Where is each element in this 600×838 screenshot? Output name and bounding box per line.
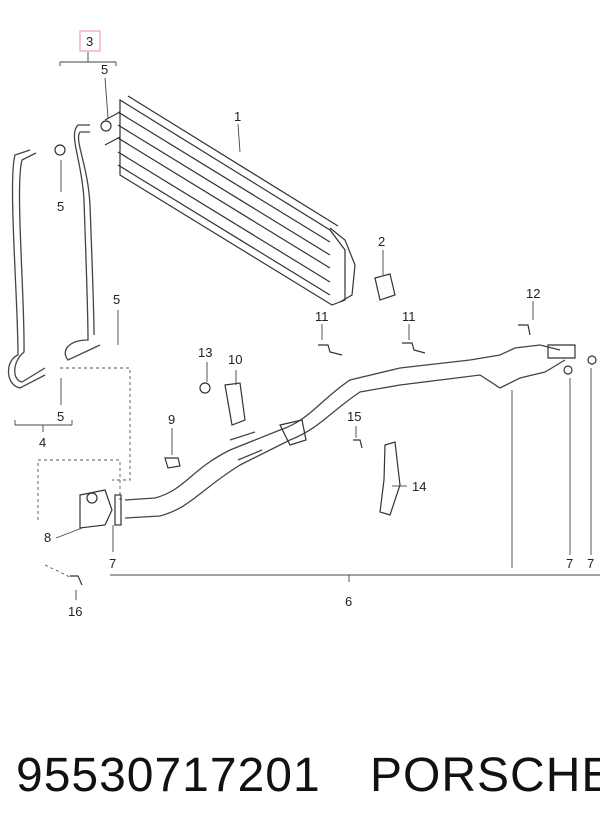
brand-name: PORSCHE [370, 749, 600, 802]
callout-4[interactable]: 4 [39, 435, 46, 450]
block-fitting [79, 489, 122, 529]
callout-11-left[interactable]: 11 [315, 309, 329, 324]
fasteners [70, 324, 597, 586]
callout-3[interactable]: 3 [86, 34, 93, 49]
callout-15[interactable]: 15 [347, 409, 361, 424]
callout-7-left[interactable]: 7 [109, 556, 116, 571]
hose-assembly [124, 344, 566, 568]
connection-lines [37, 367, 131, 579]
group-bracket-3 [59, 52, 117, 66]
callout-2[interactable]: 2 [378, 234, 385, 249]
bracket-14 [379, 441, 401, 516]
callout-6[interactable]: 6 [345, 594, 352, 609]
callout-10[interactable]: 10 [228, 352, 242, 367]
callout-5-bottom[interactable]: 5 [57, 409, 64, 424]
callout-3-highlight [79, 30, 101, 52]
callout-5-left[interactable]: 5 [57, 199, 64, 214]
callout-16[interactable]: 16 [68, 604, 82, 619]
callout-7-right-a[interactable]: 7 [566, 556, 573, 571]
group-bracket-6 [110, 574, 600, 582]
callout-13[interactable]: 13 [198, 345, 212, 360]
parts-diagram: 1 2 3 4 5 5 5 5 6 7 7 7 8 9 10 11 11 12 … [7, 30, 600, 619]
callout-12[interactable]: 12 [526, 286, 540, 301]
callout-5-mid[interactable]: 5 [113, 292, 120, 307]
callout-1[interactable]: 1 [234, 109, 241, 124]
group-bracket-4 [14, 420, 73, 432]
callout-5-top[interactable]: 5 [101, 62, 108, 77]
leader-lines [55, 77, 592, 600]
callout-8[interactable]: 8 [44, 530, 51, 545]
callout-7-right-b[interactable]: 7 [587, 556, 594, 571]
callout-14[interactable]: 14 [412, 479, 426, 494]
callout-9[interactable]: 9 [168, 412, 175, 427]
left-pipes [7, 120, 112, 389]
bracket-10 [224, 382, 246, 426]
bracket-clip [374, 273, 396, 301]
callout-11-right[interactable]: 11 [402, 309, 416, 324]
oil-cooler [104, 95, 356, 306]
part-number: 95530717201 [16, 749, 321, 802]
